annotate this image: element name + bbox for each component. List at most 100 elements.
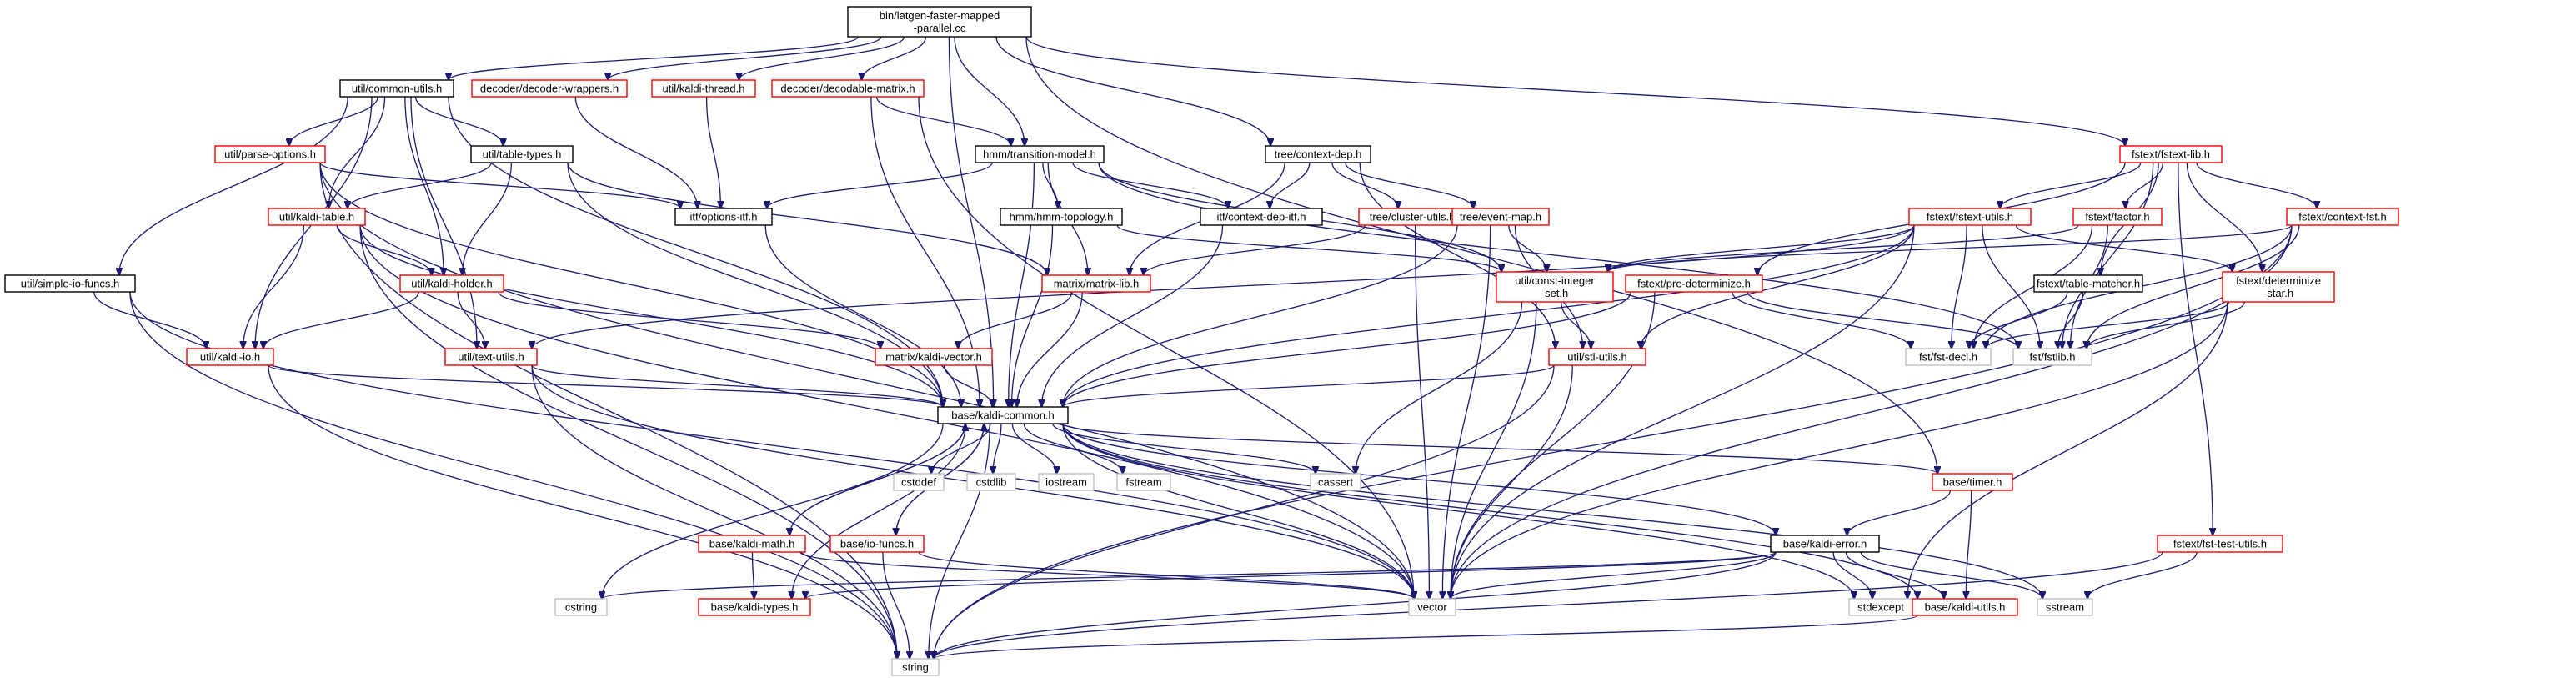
node-cstring[interactable]: cstring bbox=[554, 598, 608, 616]
edge-matrix-lib-to-kaldi-vector bbox=[958, 291, 1073, 349]
node-label: util/kaldi-table.h bbox=[279, 211, 354, 223]
node-parse-options[interactable]: util/parse-options.h bbox=[214, 145, 326, 163]
node-kaldi-math[interactable]: base/kaldi-math.h bbox=[698, 535, 806, 553]
node-event-map[interactable]: tree/event-map.h bbox=[1451, 208, 1550, 226]
node-factor[interactable]: fstext/factor.h bbox=[2072, 208, 2163, 226]
edge-fstext-utils-to-fstlib bbox=[1982, 224, 2040, 349]
node-fst-test-utils[interactable]: fstext/fst-test-utils.h bbox=[2157, 535, 2283, 553]
node-label: vector bbox=[1417, 601, 1447, 614]
node-label: fstext/fstext-lib.h bbox=[2132, 148, 2210, 161]
node-kaldi-vector[interactable]: matrix/kaldi-vector.h bbox=[875, 348, 993, 366]
node-decodable-matrix[interactable]: decoder/decodable-matrix.h bbox=[771, 79, 925, 98]
node-context-dep-itf[interactable]: itf/context-dep-itf.h bbox=[1200, 208, 1323, 226]
edge-kaldi-common-to-vector bbox=[1062, 423, 1414, 599]
node-fst-decl[interactable]: fst/fst-decl.h bbox=[1905, 348, 1992, 366]
edge-common-utils-to-table-types bbox=[414, 96, 504, 146]
node-stdexcept[interactable]: stdexcept bbox=[1848, 598, 1913, 616]
node-label: base/timer.h bbox=[1943, 476, 2002, 489]
node-box bbox=[554, 598, 608, 616]
node-label: util/common-utils.h bbox=[352, 83, 442, 95]
node-label: fstext/context-fst.h bbox=[2298, 211, 2387, 223]
edge-matrix-lib-to-kaldi-common bbox=[1017, 291, 1083, 407]
node-box bbox=[339, 79, 454, 98]
node-kaldi-error[interactable]: base/kaldi-error.h bbox=[1770, 535, 1880, 553]
edge-kaldi-math-to-kaldi-types bbox=[752, 551, 754, 599]
node-matrix-lib[interactable]: matrix/matrix-lib.h bbox=[1041, 274, 1151, 293]
node-label: cstring bbox=[565, 601, 597, 614]
edge-pre-determinize-to-kaldi-common bbox=[1063, 291, 1631, 407]
node-simple-io-funcs[interactable]: util/simple-io-funcs.h bbox=[4, 274, 136, 293]
edge-context-dep-to-stl-utils bbox=[1359, 162, 1556, 349]
node-stl-utils[interactable]: util/stl-utils.h bbox=[1548, 348, 1646, 366]
node-box bbox=[674, 208, 773, 226]
node-fstlib[interactable]: fst/fstlib.h bbox=[2012, 348, 2092, 366]
node-context-dep[interactable]: tree/context-dep.h bbox=[1265, 145, 1371, 163]
node-box bbox=[829, 535, 925, 553]
node-label: util/const-integer bbox=[1515, 274, 1595, 287]
node-const-integer-set[interactable]: util/const-integer-set.h bbox=[1496, 271, 1614, 303]
node-kaldi-thread[interactable]: util/kaldi-thread.h bbox=[651, 79, 756, 98]
node-box bbox=[698, 535, 806, 553]
node-label: util/parse-options.h bbox=[224, 148, 316, 161]
node-timer[interactable]: base/timer.h bbox=[1932, 473, 2013, 491]
node-fstext-lib[interactable]: fstext/fstext-lib.h bbox=[2119, 145, 2223, 163]
node-box bbox=[1265, 145, 1371, 163]
node-label: fst/fst-decl.h bbox=[1919, 351, 1977, 364]
node-label: fstext/factor.h bbox=[2085, 211, 2149, 223]
edge-kaldi-common-to-timer bbox=[1062, 423, 1937, 474]
node-label: hmm/transition-model.h bbox=[983, 148, 1096, 161]
edge-kaldi-error-to-kaldi-types bbox=[805, 551, 1777, 599]
node-kaldi-types[interactable]: base/kaldi-types.h bbox=[698, 598, 811, 616]
node-kaldi-common[interactable]: base/kaldi-common.h bbox=[937, 406, 1069, 424]
edge-pre-determinize-to-fst-decl bbox=[1732, 291, 1911, 349]
node-kaldi-io[interactable]: util/kaldi-io.h bbox=[186, 348, 274, 366]
edge-fst-test-utils-to-sstream bbox=[2087, 551, 2198, 599]
node-label: cassert bbox=[1318, 476, 1353, 489]
node-vector[interactable]: vector bbox=[1408, 598, 1456, 616]
edge-fstext-lib-to-determinize-star bbox=[2186, 162, 2262, 272]
node-label: matrix/kaldi-vector.h bbox=[885, 351, 982, 364]
edge-text-utils-to-string bbox=[531, 364, 897, 659]
node-fstext-utils[interactable]: fstext/fstext-utils.h bbox=[1908, 208, 2032, 226]
node-common-utils[interactable]: util/common-utils.h bbox=[339, 79, 454, 98]
node-root[interactable]: bin/latgen-faster-mapped-parallel.cc bbox=[847, 6, 1032, 38]
edge-kaldi-common-to-iostream bbox=[1011, 423, 1056, 474]
edge-transition-model-to-context-dep-itf bbox=[1072, 162, 1228, 208]
node-determinize-star[interactable]: fstext/determinize-star.h bbox=[2222, 271, 2335, 303]
node-transition-model[interactable]: hmm/transition-model.h bbox=[975, 145, 1105, 163]
node-decoder-wrappers[interactable]: decoder/decoder-wrappers.h bbox=[471, 79, 628, 98]
node-label: fst/fstlib.h bbox=[2030, 351, 2076, 364]
node-kaldi-table[interactable]: util/kaldi-table.h bbox=[268, 208, 366, 226]
node-string[interactable]: string bbox=[891, 658, 940, 676]
node-hmm-topology[interactable]: hmm/hmm-topology.h bbox=[1000, 208, 1123, 226]
edge-root-to-decodable-matrix bbox=[862, 36, 927, 80]
edge-kaldi-holder-to-kaldi-io bbox=[263, 291, 419, 349]
node-pre-determinize[interactable]: fstext/pre-determinize.h bbox=[1625, 274, 1763, 293]
node-label: fstext/table-matcher.h bbox=[2037, 278, 2140, 290]
node-box bbox=[1496, 271, 1614, 303]
edge-table-types-to-kaldi-common bbox=[567, 162, 943, 407]
node-sstream[interactable]: sstream bbox=[2037, 598, 2093, 616]
edge-kaldi-table-to-kaldi-io bbox=[243, 224, 305, 349]
node-box bbox=[937, 406, 1069, 424]
node-kaldi-holder[interactable]: util/kaldi-holder.h bbox=[399, 274, 504, 293]
node-options-itf[interactable]: itf/options-itf.h bbox=[674, 208, 773, 226]
node-iostream[interactable]: iostream bbox=[1038, 473, 1095, 491]
node-kaldi-utils[interactable]: base/kaldi-utils.h bbox=[1912, 598, 2018, 616]
node-text-utils[interactable]: util/text-utils.h bbox=[444, 348, 538, 366]
node-label: base/kaldi-error.h bbox=[1783, 538, 1867, 550]
node-cstdlib[interactable]: cstdlib bbox=[966, 473, 1016, 491]
edge-root-to-kaldi-common bbox=[948, 36, 993, 407]
node-cassert[interactable]: cassert bbox=[1310, 473, 1361, 491]
edge-decodable-matrix-to-transition-model bbox=[875, 96, 1011, 146]
node-table-types[interactable]: util/table-types.h bbox=[470, 145, 574, 163]
node-fstream[interactable]: fstream bbox=[1116, 473, 1171, 491]
node-cluster-utils[interactable]: tree/cluster-utils.h bbox=[1358, 208, 1466, 226]
node-label: util/stl-utils.h bbox=[1567, 351, 1627, 364]
node-table-matcher[interactable]: fstext/table-matcher.h bbox=[2033, 274, 2143, 293]
edge-context-fst-to-const-integer-set bbox=[1608, 224, 2293, 272]
node-cstddef[interactable]: cstddef bbox=[893, 473, 945, 491]
node-io-funcs[interactable]: base/io-funcs.h bbox=[829, 535, 925, 553]
node-context-fst[interactable]: fstext/context-fst.h bbox=[2286, 208, 2399, 226]
